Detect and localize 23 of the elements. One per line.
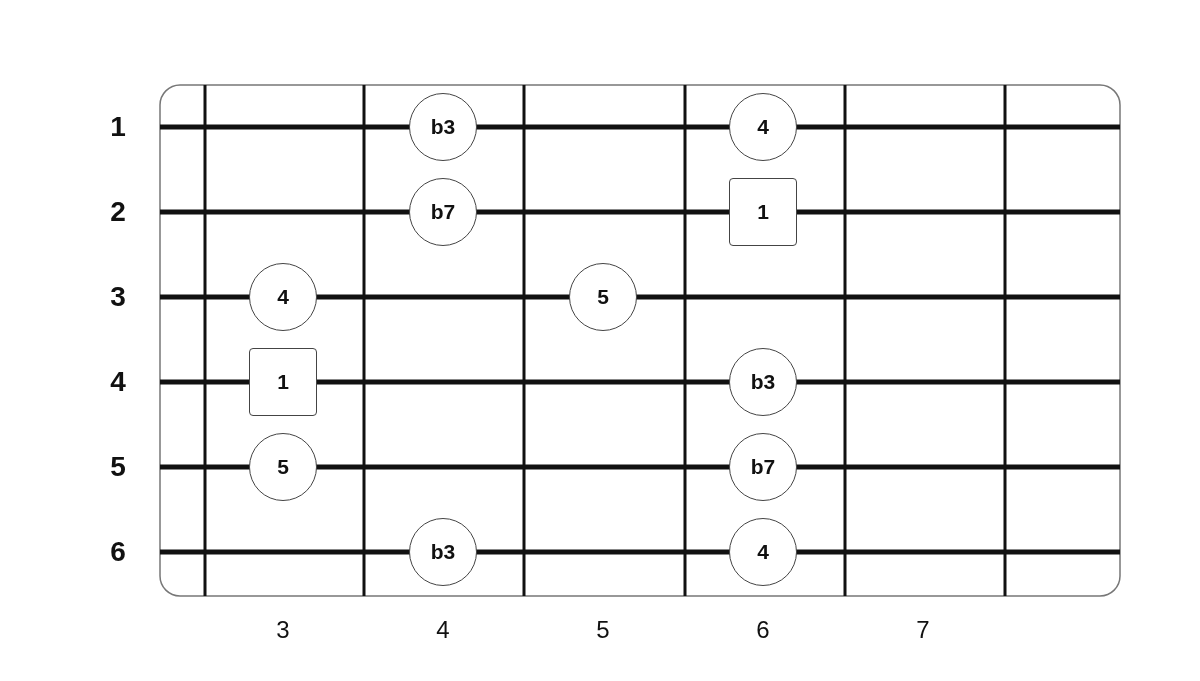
note-marker: b7 <box>409 178 477 246</box>
fret-number: 7 <box>916 616 930 644</box>
string-number: 1 <box>110 111 126 143</box>
fret-number: 3 <box>276 616 290 644</box>
note-marker: b3 <box>409 518 477 586</box>
fret-number: 5 <box>596 616 610 644</box>
note-marker: 4 <box>729 518 797 586</box>
note-marker: b3 <box>729 348 797 416</box>
note-marker: 5 <box>249 433 317 501</box>
note-marker: b3 <box>409 93 477 161</box>
string-number: 3 <box>110 281 126 313</box>
string-number: 6 <box>110 536 126 568</box>
string-number: 5 <box>110 451 126 483</box>
note-marker: 5 <box>569 263 637 331</box>
fret-number: 6 <box>756 616 770 644</box>
note-marker: 4 <box>729 93 797 161</box>
root-note-marker: 1 <box>249 348 317 416</box>
string-number: 2 <box>110 196 126 228</box>
note-marker: 4 <box>249 263 317 331</box>
fret-number: 4 <box>436 616 450 644</box>
string-number: 4 <box>110 366 126 398</box>
note-marker: b7 <box>729 433 797 501</box>
root-note-marker: 1 <box>729 178 797 246</box>
